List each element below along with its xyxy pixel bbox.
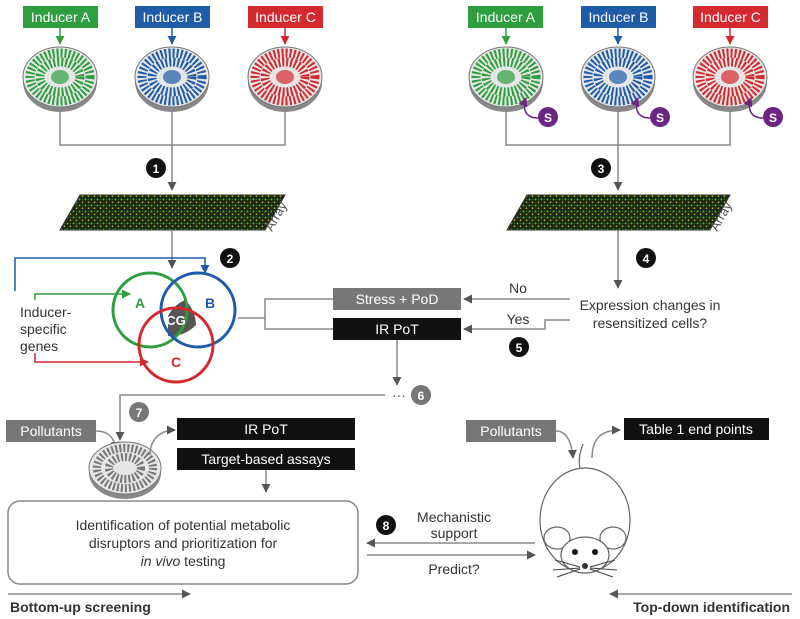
svg-text:Target-based assays: Target-based assays xyxy=(201,451,330,467)
inducer-a-text: Inducer A xyxy=(31,9,91,25)
mechanistic-line2: support xyxy=(431,525,478,541)
pollutants-box-right: Pollutants xyxy=(466,420,556,442)
step-3-badge: 3 xyxy=(591,158,611,178)
svg-text:5: 5 xyxy=(516,341,523,355)
petri-dish-b-left xyxy=(134,46,210,112)
table-end-points-box: Table 1 end points xyxy=(624,418,769,440)
svg-text:6: 6 xyxy=(418,389,425,403)
bottom-up-label: Bottom-up screening xyxy=(10,599,151,615)
step-2-badge: 2 xyxy=(220,248,240,268)
expression-question-line1: Expression changes in xyxy=(580,297,721,313)
inducer-specific-line1: Inducer- xyxy=(20,304,72,320)
step-7-badge: 7 xyxy=(129,402,149,422)
pollutants-box-left: Pollutants xyxy=(6,420,96,442)
svg-text:3: 3 xyxy=(598,162,605,176)
sensitizer-c: S xyxy=(743,97,783,127)
sensitizer-a: S xyxy=(518,97,558,127)
venn-diagram: A B C CG xyxy=(111,271,237,384)
inducer-a-label-left: Inducer A xyxy=(23,6,98,28)
svg-text:Identification of potential me: Identification of potential metabolic xyxy=(76,517,291,533)
inducer-c-label-right: Inducer C xyxy=(693,6,768,28)
svg-text:8: 8 xyxy=(383,519,390,533)
no-label: No xyxy=(509,280,527,296)
inducer-b-text-right: Inducer B xyxy=(589,9,649,25)
svg-text:IR PoT: IR PoT xyxy=(375,321,419,337)
inducer-a-label-right: Inducer A xyxy=(468,6,543,28)
petri-dish-a-left xyxy=(22,46,98,112)
svg-text:2: 2 xyxy=(227,252,234,266)
inducer-b-label-right: Inducer B xyxy=(581,6,656,28)
step-4-badge: 4 xyxy=(636,248,656,268)
top-down-label: Top-down identification xyxy=(633,599,790,615)
step-5-badge: 5 xyxy=(509,337,529,357)
expression-question-line2: resensitized cells? xyxy=(593,315,708,331)
svg-text:S: S xyxy=(769,111,777,125)
step-1-badge: 1 xyxy=(146,158,166,178)
petri-dish-screening xyxy=(88,441,162,499)
svg-text:4: 4 xyxy=(643,252,650,266)
yes-label: Yes xyxy=(507,311,530,327)
sensitizer-b: S xyxy=(630,97,670,127)
ir-pot-box: IR PoT xyxy=(333,318,461,340)
svg-text:Table 1 end points: Table 1 end points xyxy=(639,421,753,437)
mechanistic-line1: Mechanistic xyxy=(417,509,491,525)
svg-text:1: 1 xyxy=(153,162,160,176)
inducer-specific-line2: specific xyxy=(20,321,67,337)
petri-dish-c-right xyxy=(692,46,768,112)
identification-box: Identification of potential metabolic di… xyxy=(7,500,359,585)
step-8-badge: 8 xyxy=(376,515,396,535)
svg-text:7: 7 xyxy=(136,406,143,420)
inducer-b-text: Inducer B xyxy=(143,9,203,25)
ellipsis: ··· xyxy=(392,387,406,403)
inducer-specific-line3: genes xyxy=(20,338,58,354)
svg-text:in vivo testing: in vivo testing xyxy=(141,553,226,569)
petri-dish-c-left xyxy=(247,46,323,112)
venn-label-a: A xyxy=(135,295,145,311)
step-6-badge: 6 xyxy=(411,385,431,405)
stress-pod-box: Stress + PoD xyxy=(333,288,461,310)
predict-label: Predict? xyxy=(428,561,480,577)
svg-text:S: S xyxy=(544,111,552,125)
inducer-c-text-right: Inducer C xyxy=(700,9,761,25)
svg-text:IR PoT: IR PoT xyxy=(244,421,288,437)
svg-text:disruptors and prioritization: disruptors and prioritization for xyxy=(89,535,278,551)
svg-text:Pollutants: Pollutants xyxy=(480,423,541,439)
ir-pot-box-2: IR PoT xyxy=(177,418,355,440)
microarray-right xyxy=(506,194,731,231)
mouse-illustration xyxy=(539,443,631,578)
venn-label-c: C xyxy=(171,354,181,370)
svg-text:Stress + PoD: Stress + PoD xyxy=(356,291,439,307)
inducer-c-text: Inducer C xyxy=(255,9,316,25)
svg-text:S: S xyxy=(656,111,664,125)
venn-core-genes: CG xyxy=(166,313,186,328)
inducer-b-label-left: Inducer B xyxy=(135,6,210,28)
inducer-c-label-left: Inducer C xyxy=(248,6,323,28)
svg-text:Pollutants: Pollutants xyxy=(20,423,81,439)
venn-label-b: B xyxy=(205,295,215,311)
microarray-left xyxy=(59,194,286,231)
petri-dish-a-right xyxy=(468,46,544,112)
target-assays-box: Target-based assays xyxy=(177,448,355,470)
petri-dish-b-right xyxy=(580,46,656,112)
inducer-a-text-right: Inducer A xyxy=(476,9,536,25)
